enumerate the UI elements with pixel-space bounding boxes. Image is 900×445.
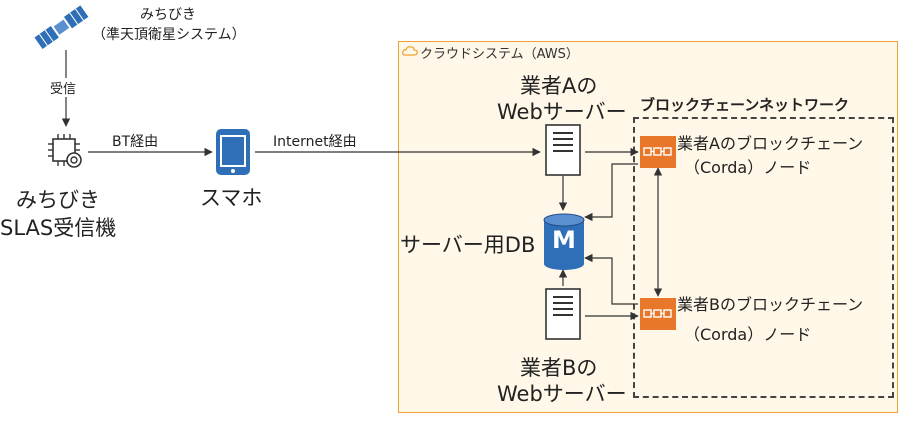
db-label: サーバー用DB: [400, 233, 536, 257]
satellite-icon: [34, 5, 89, 49]
blockchain-network-title: ブロックチェーンネットワーク: [640, 96, 849, 114]
database-icon-letter: M: [552, 226, 576, 254]
server-b-label-line1: 業者Bの: [520, 356, 598, 380]
node-a-icon: [640, 136, 676, 168]
edge-bt-label: BT経由: [112, 134, 159, 150]
receiver-label-line2: SLAS受信機: [0, 216, 117, 240]
cloud-icon: [402, 46, 418, 56]
server-b-icon: [545, 288, 581, 340]
edge-nodeB-db: [584, 253, 638, 305]
node-a-label-line1: 業者Aのブロックチェーン: [677, 134, 864, 153]
node-b-icon: [640, 298, 676, 330]
server-a-label-line2: Webサーバー: [497, 100, 627, 124]
edge-nodeA-db: [584, 163, 638, 222]
database-icon: [543, 213, 585, 270]
node-b-label-line2: （Corda）ノード: [684, 325, 812, 344]
aws-cloud-container: [398, 41, 898, 413]
aws-label: クラウドシステム（AWS）: [420, 47, 579, 62]
node-a-label-line2: （Corda）ノード: [684, 158, 812, 177]
server-a-icon: [545, 124, 581, 176]
phone-label: スマホ: [200, 186, 263, 210]
blockchain-network-box: [633, 117, 894, 398]
satellite-subtitle: （準天頂衛星システム）: [92, 27, 246, 43]
satellite-name: みちびき: [140, 7, 196, 23]
edge-internet-label: Internet経由: [273, 134, 357, 150]
receiver-label-line1: みちびき: [16, 188, 100, 212]
server-a-label-line1: 業者Aの: [520, 74, 598, 98]
server-b-label-line2: Webサーバー: [497, 382, 627, 406]
smartphone-icon: [216, 129, 250, 175]
chip-icon: [48, 134, 82, 168]
edge-receive-label: 受信: [48, 78, 79, 97]
node-b-label-line1: 業者Bのブロックチェーン: [677, 295, 864, 314]
